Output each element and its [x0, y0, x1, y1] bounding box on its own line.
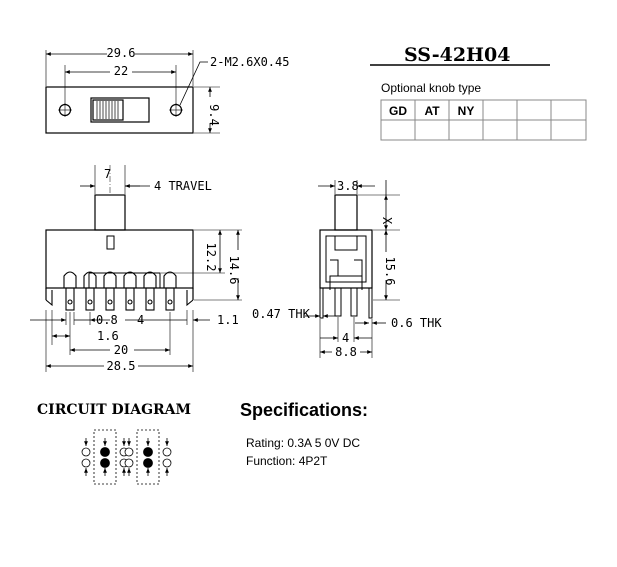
dim-pin-span: 20	[114, 343, 128, 357]
front-body	[45, 229, 194, 289]
dim-first-pin: 1.6	[97, 329, 119, 343]
dim-pin-row-spacing: 4	[342, 331, 349, 345]
slot-outline	[90, 97, 150, 123]
dim-side-height: 15.6	[383, 257, 397, 286]
dim-side-width: 8.8	[335, 345, 357, 359]
knob-col-ny: NY	[458, 104, 475, 118]
specs-title: Specifications:	[240, 400, 368, 420]
dim-mount-holes: 2-M2.6X0.45	[210, 55, 289, 69]
side-body	[319, 229, 373, 289]
dim-pin-pitch-small: 0.8	[96, 313, 118, 327]
circuit-diagram	[81, 429, 172, 485]
front-pins	[45, 287, 194, 311]
knob-table	[380, 99, 587, 141]
side-actuator	[334, 194, 358, 231]
knob-table-title: Optional knob type	[381, 81, 481, 95]
dim-end-offset: 1.1	[217, 313, 239, 327]
dim-overall-height: 14.6	[227, 256, 241, 285]
dim-base-length: 28.5	[107, 359, 136, 373]
dim-body-height: 12.2	[204, 243, 218, 272]
dim-side-actuator-width: 3.8	[337, 179, 359, 193]
top-view-body	[45, 86, 194, 134]
dim-hole-spacing: 22	[114, 64, 128, 78]
spec-function: Function: 4P2T	[246, 454, 328, 468]
dim-pin-pitch: 4	[137, 313, 144, 327]
part-number: SS-42H04	[404, 44, 510, 66]
dim-side-actuator-height: X	[380, 217, 394, 225]
spec-rating: Rating: 0.3A 5 0V DC	[246, 436, 360, 450]
top-view	[45, 50, 220, 134]
front-actuator	[94, 194, 126, 231]
dim-top-width-total: 29.6	[107, 46, 136, 60]
knob-col-at: AT	[424, 104, 440, 118]
knob-col-gd: GD	[389, 104, 407, 118]
dim-top-height: 9.4	[207, 104, 221, 126]
circuit-diagram-title: CIRCUIT DIAGRAM	[37, 402, 191, 418]
dim-pin-thickness: 0.6 THK	[391, 316, 442, 330]
front-window	[106, 235, 115, 250]
title-block: SS-42H04 Optional knob type GD AT NY	[370, 44, 587, 141]
dim-travel: 4 TRAVEL	[154, 179, 212, 193]
slider-knob	[92, 99, 124, 121]
dim-actuator-width: 7	[104, 167, 111, 181]
dim-plate-thickness: 0.47 THK	[252, 307, 311, 321]
